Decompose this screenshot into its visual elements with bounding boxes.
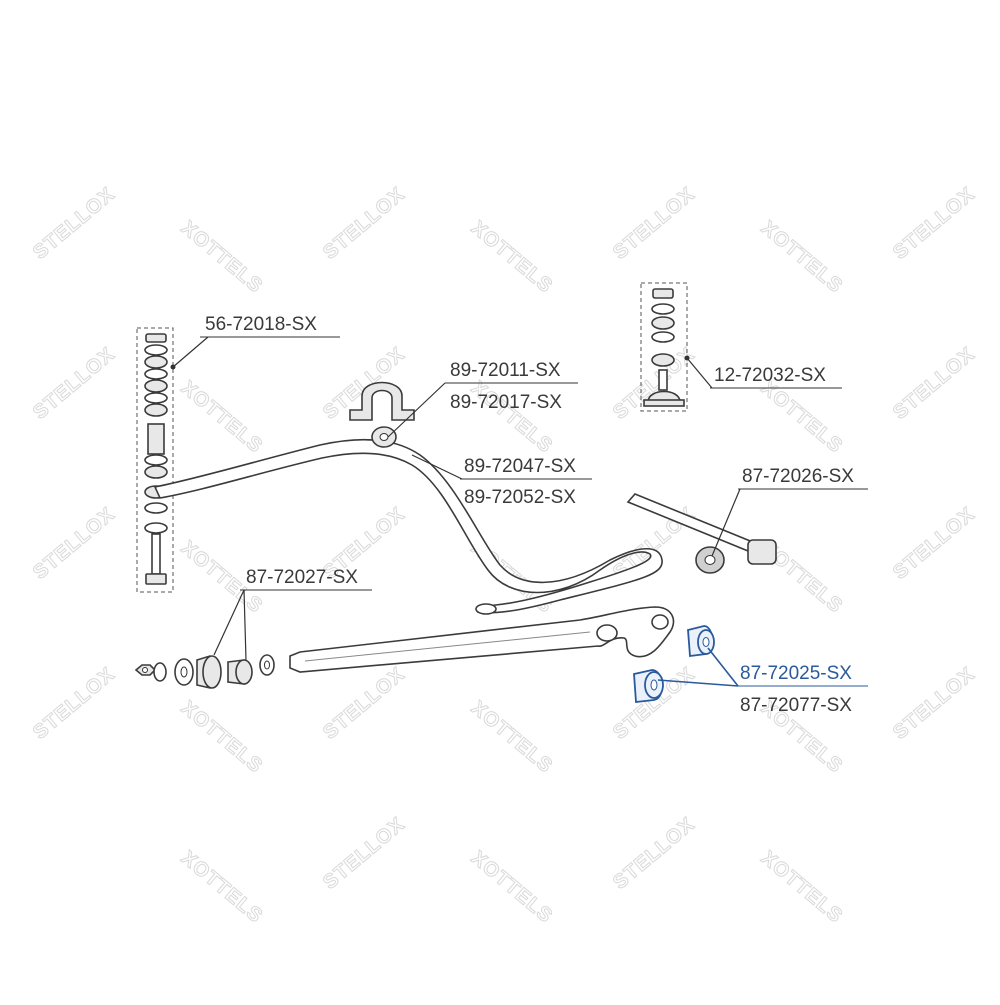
part-label-87-72077[interactable]: 87-72077-SX xyxy=(740,695,852,716)
bushing xyxy=(144,355,168,369)
leader-line xyxy=(387,382,446,438)
watermark-text: XOTTELS xyxy=(757,847,847,928)
washer-bore xyxy=(180,666,188,678)
stabilizer-link-kit[interactable]: 56-72018-SX xyxy=(136,314,340,593)
sleeve xyxy=(147,423,165,455)
leader-line xyxy=(711,488,741,557)
part-label-89-72017[interactable]: 89-72017-SX xyxy=(450,392,562,413)
kit-boundary xyxy=(136,327,174,593)
leader-line xyxy=(411,454,463,480)
washer xyxy=(144,368,168,380)
bushing-bore xyxy=(704,555,716,565)
part-label-89-72052[interactable]: 89-72052-SX xyxy=(464,487,576,508)
bushing-face xyxy=(202,655,222,689)
part-label-89-72011[interactable]: 89-72011-SX xyxy=(450,360,561,381)
leader-line xyxy=(707,647,739,687)
arm-rib xyxy=(304,631,591,662)
watermark-text: STELLOX xyxy=(319,663,409,744)
stud xyxy=(658,369,668,391)
bar-end-eye xyxy=(475,603,497,615)
part-label-56-72018[interactable]: 56-72018-SX xyxy=(205,314,317,335)
nut-bore xyxy=(142,667,148,673)
strut-rod[interactable]: 87-72026-SX xyxy=(626,466,868,574)
leader-line xyxy=(657,679,739,687)
bolt-head xyxy=(145,573,167,585)
watermark-text: STELLOX xyxy=(319,183,409,264)
watermark-layer: STELLOX XOTTELS STELLOX XOTTELS STELLOX … xyxy=(29,183,980,928)
bushing-bore xyxy=(650,679,658,691)
watermark-text: STELLOX xyxy=(29,183,119,264)
bushing xyxy=(144,465,168,479)
part-label-89-72047[interactable]: 89-72047-SX xyxy=(464,456,576,477)
watermark-text: XOTTELS xyxy=(467,217,557,298)
washer xyxy=(651,331,675,343)
leader-line xyxy=(172,336,209,368)
watermark-text: XOTTELS xyxy=(177,847,267,928)
bushing xyxy=(144,403,168,417)
watermark-text: XOTTELS xyxy=(177,217,267,298)
washer xyxy=(144,454,168,466)
washer xyxy=(144,502,168,514)
arm-bushing-hardware[interactable]: 87-72027-SX xyxy=(134,567,372,689)
watermark-text: STELLOX xyxy=(889,183,979,264)
watermark-text: STELLOX xyxy=(29,503,119,584)
watermark-text: STELLOX xyxy=(609,183,699,264)
arm-body xyxy=(289,606,675,673)
watermark-text: STELLOX xyxy=(889,663,979,744)
washer xyxy=(153,662,167,682)
watermark-text: STELLOX xyxy=(609,343,699,424)
nut xyxy=(145,333,167,343)
washer xyxy=(144,392,168,404)
part-label-87-72025[interactable]: 87-72025-SX xyxy=(740,663,852,684)
nut xyxy=(652,288,674,299)
watermark-text: XOTTELS xyxy=(467,847,557,928)
watermark-text: XOTTELS xyxy=(177,697,267,778)
watermark-text: STELLOX xyxy=(889,343,979,424)
part-label-87-72027[interactable]: 87-72027-SX xyxy=(246,567,358,588)
bushing-face xyxy=(235,659,253,685)
stabilizer-bar[interactable] xyxy=(153,438,663,615)
clamp-bracket xyxy=(349,381,415,421)
watermark-text: STELLOX xyxy=(29,663,119,744)
watermark-text: XOTTELS xyxy=(467,697,557,778)
watermark-text: XOTTELS xyxy=(757,217,847,298)
bar-link-labels[interactable]: 89-72047-SX 89-72052-SX xyxy=(411,454,592,508)
rod-end-bushing xyxy=(747,539,777,565)
kit-boundary xyxy=(640,282,688,412)
part-label-12-72032[interactable]: 12-72032-SX xyxy=(714,365,826,386)
leader-line xyxy=(213,589,245,656)
watermark-text: XOTTELS xyxy=(467,377,557,458)
watermark-text: STELLOX xyxy=(319,813,409,894)
mount-plate xyxy=(643,399,685,407)
bushing xyxy=(651,353,675,367)
watermark-text: STELLOX xyxy=(889,503,979,584)
washer xyxy=(144,344,168,356)
part-label-87-72026[interactable]: 87-72026-SX xyxy=(742,466,854,487)
washer xyxy=(651,303,675,315)
bolt-shank xyxy=(151,533,161,575)
bushing xyxy=(651,316,675,330)
stabilizer-clamp[interactable]: 89-72011-SX 89-72017-SX xyxy=(349,360,578,448)
bushing-bore xyxy=(379,433,389,441)
watermark-text: STELLOX xyxy=(29,343,119,424)
shock-mount-kit[interactable]: 12-72032-SX xyxy=(640,282,842,412)
washer-bore xyxy=(264,660,270,670)
bushing xyxy=(144,379,168,393)
leader-line xyxy=(686,357,713,389)
watermark-text: STELLOX xyxy=(609,813,699,894)
washer xyxy=(144,522,168,534)
lower-control-arm[interactable] xyxy=(289,606,675,673)
leader-line xyxy=(243,589,247,661)
arm-eye xyxy=(596,624,618,642)
watermark-text: XOTTELS xyxy=(757,377,847,458)
watermark-text: XOTTELS xyxy=(177,377,267,458)
bushing-bore xyxy=(702,637,710,647)
arm-eye xyxy=(651,614,669,630)
arm-rear-bushings[interactable]: 87-72025-SX 87-72077-SX xyxy=(633,625,868,716)
